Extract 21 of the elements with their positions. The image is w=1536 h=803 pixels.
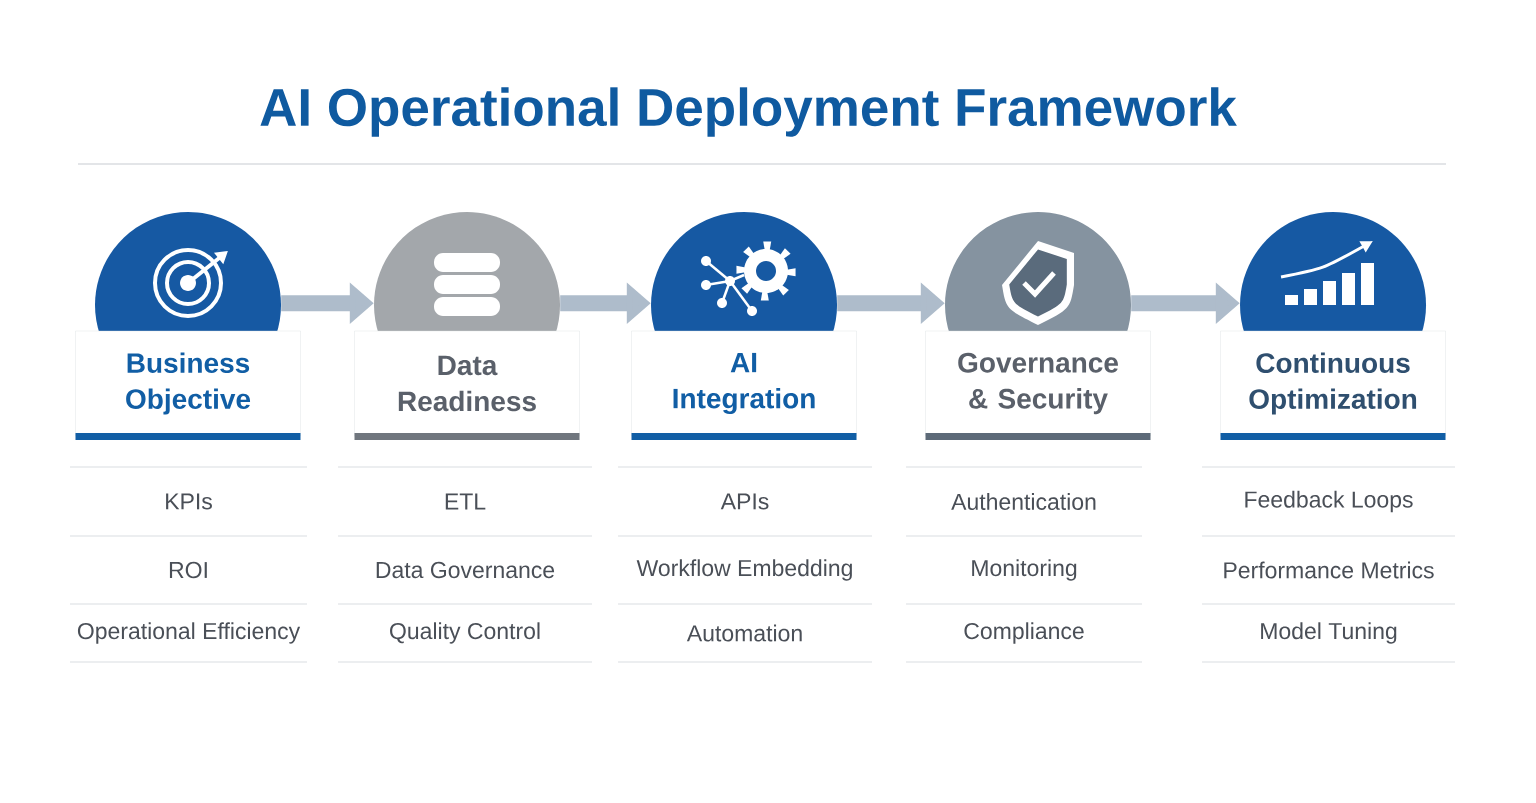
stage-box: Data Readiness: [354, 330, 580, 440]
list-item: Performance Metrics: [1224, 561, 1434, 579]
list-item: ROI: [169, 561, 207, 579]
list-item: Quality Control: [390, 622, 540, 644]
title: AI Operational Deployment Framework: [260, 87, 1237, 137]
list-item: ETL: [445, 493, 486, 510]
list-item: Data Governance: [376, 561, 555, 579]
list-item: Model Tuning: [1261, 622, 1397, 644]
list-item: Feedback Loops: [1245, 490, 1413, 513]
list-item: Operational Efficiency: [77, 622, 301, 644]
list-item: Automation: [686, 624, 802, 642]
list-item: Monitoring: [972, 559, 1077, 581]
list-item: Authentication: [951, 493, 1096, 510]
list-item: Workflow Embedding: [636, 559, 852, 581]
stage-box: Governance & Security: [925, 330, 1151, 440]
list-item: Compliance: [964, 622, 1084, 644]
stage-box: Business Objective: [75, 330, 301, 440]
list-item: APIs: [720, 493, 769, 510]
stage-box: Continuous Optimization: [1220, 330, 1446, 440]
stage-box: AI Integration: [631, 330, 857, 440]
list-item: KPIs: [166, 493, 212, 510]
